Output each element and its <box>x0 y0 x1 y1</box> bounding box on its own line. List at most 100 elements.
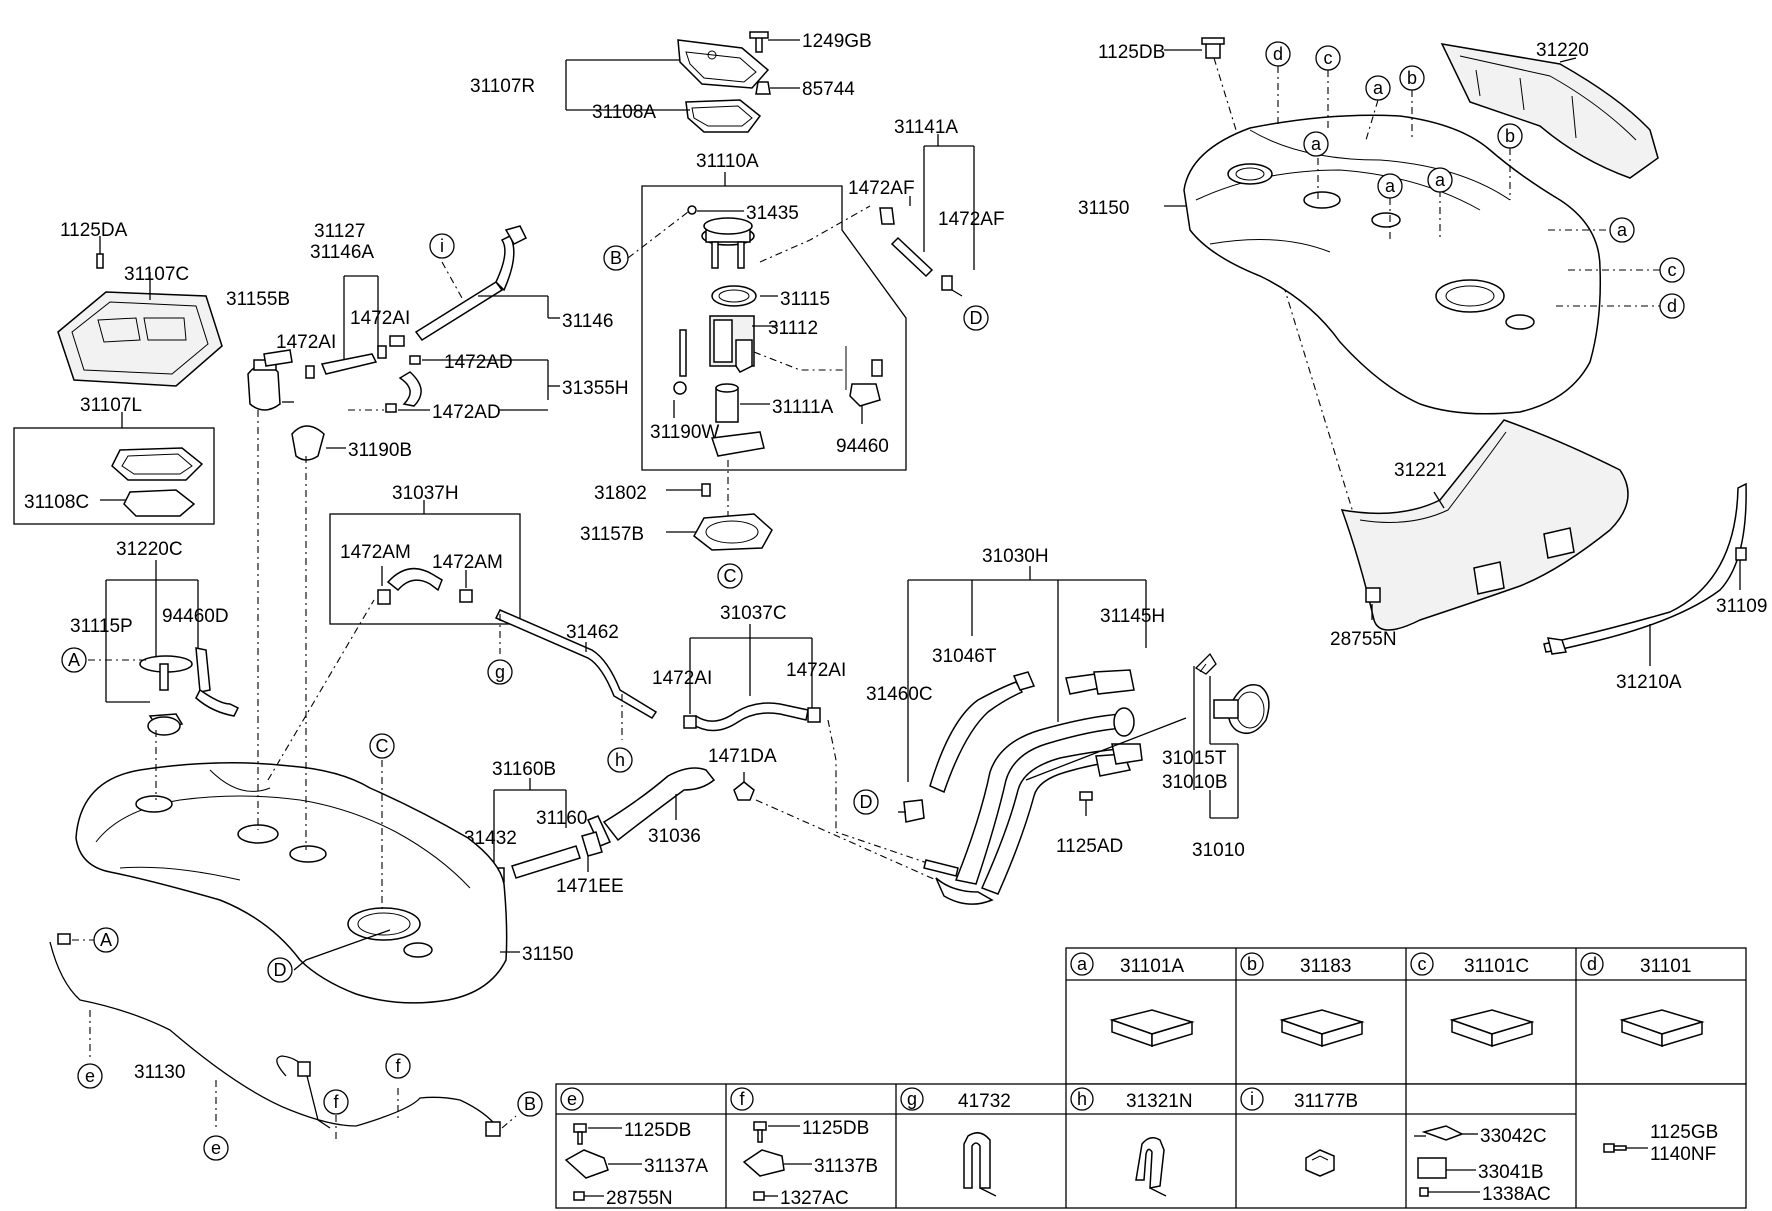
legend-letter-a: a <box>1077 954 1088 974</box>
label-1471EE: 1471EE <box>556 876 624 897</box>
callout-D-low <box>267 957 293 983</box>
callout-d-tank-2 <box>1659 293 1685 319</box>
callout-c-tank-1 <box>1315 45 1341 71</box>
cover-plate-group: 1249GB 85744 31107R 31108A <box>470 31 872 133</box>
callout-D-top-letter: D <box>970 308 983 328</box>
callout-a-tank-3 <box>1377 173 1403 199</box>
callout-D-top <box>963 305 989 331</box>
label-31112: 31112 <box>768 318 818 339</box>
callout-f-low-2-letter: f <box>395 1056 401 1076</box>
legend-letter-e: e <box>567 1089 577 1109</box>
tube-31462-group: 31462 g h <box>487 609 658 773</box>
label-1472AI-2: 1472AI <box>350 308 410 329</box>
callout-c-tank-2 <box>1659 257 1685 283</box>
callout-D-low-letter: D <box>274 960 287 980</box>
callout-i-top <box>429 233 455 259</box>
legend-part-31177B: 31177B <box>1294 1091 1358 1112</box>
callout-A-top <box>61 647 87 673</box>
callout-d-tank-2-letter: d <box>1667 296 1677 316</box>
legend-letter-i: i <box>1250 1089 1254 1109</box>
legend-cell-g: g 41732 <box>900 1087 1011 1197</box>
label-31157B: 31157B <box>580 524 644 545</box>
callout-d-tank-1 <box>1265 41 1291 67</box>
label-31109: 31109 <box>1716 596 1767 617</box>
label-1472AM-2: 1472AM <box>432 552 503 573</box>
label-31046T: 31046T <box>932 646 997 667</box>
plate-31157B-group: 31802 31157B C <box>580 483 773 589</box>
callout-f-low-2 <box>385 1053 411 1079</box>
fuel-pump-assembly-group: 31110A 31435 3111 <box>603 151 907 524</box>
label-31037C: 31037C <box>720 603 787 624</box>
shield-31221-group: 31221 28755N <box>1330 419 1629 650</box>
label-31210A: 31210A <box>1616 672 1682 693</box>
label-31141A: 31141A <box>894 117 958 138</box>
legend-letter-c: c <box>1418 954 1427 974</box>
callout-b-tank-2-letter: b <box>1505 126 1515 146</box>
plate-31107C-group: 1125DA 31107C <box>57 220 223 387</box>
legend-cell-e: e 1125DB 31137A 28755N <box>560 1087 708 1209</box>
callout-B-letter: B <box>610 248 622 268</box>
label-85744: 85744 <box>802 79 855 100</box>
label-94460D: 94460D <box>162 606 229 627</box>
label-31146: 31146 <box>562 311 613 332</box>
label-31190W: 31190W <box>650 422 719 443</box>
legend-part-41732: 41732 <box>958 1091 1011 1112</box>
callout-b-tank-2 <box>1497 123 1523 149</box>
legend-table-bottom: e 1125DB 31137A 28755N f 1125DB 31137B <box>555 1083 1747 1209</box>
sender-31220C-group: 31220C 31115P 94460D A <box>61 539 240 736</box>
legend-part-f-1125DB: 1125DB <box>802 1118 869 1139</box>
label-31010: 31010 <box>1192 840 1245 861</box>
label-31432: 31432 <box>464 828 517 849</box>
legend-part-31183: 31183 <box>1300 956 1351 977</box>
label-1472AD-2: 1472AD <box>432 402 501 423</box>
label-28755N-top: 28755N <box>1330 629 1397 650</box>
label-31111A: 31111A <box>772 397 834 418</box>
label-31107C: 31107C <box>124 264 189 285</box>
label-31110A: 31110A <box>696 151 759 172</box>
label-31015T: 31015T <box>1162 748 1227 769</box>
label-31462: 31462 <box>566 622 619 643</box>
label-31150-top: 31150 <box>1078 198 1129 219</box>
box-31037H-group: 31037H 1472AM 1472AM <box>329 483 521 625</box>
legend-part-31321N: 31321N <box>1126 1091 1193 1112</box>
callout-a-tank-2-letter: a <box>1311 134 1322 154</box>
label-31220: 31220 <box>1536 40 1589 61</box>
callout-a-tank-5 <box>1609 217 1635 243</box>
callout-b-tank-1-letter: b <box>1407 68 1417 88</box>
label-31010B: 31010B <box>1162 772 1228 793</box>
callout-C-mid <box>369 733 395 759</box>
label-31115P: 31115P <box>70 616 133 637</box>
label-94460: 94460 <box>836 436 889 457</box>
callout-e-low-2 <box>203 1135 229 1161</box>
callout-a-tank-4-letter: a <box>1435 170 1446 190</box>
callout-e-low-2-letter: e <box>211 1138 221 1158</box>
label-1472AM-1: 1472AM <box>340 542 411 563</box>
callout-B <box>603 245 629 271</box>
legend-letter-f: f <box>739 1089 745 1109</box>
label-31115: 31115 <box>780 289 830 310</box>
callout-e-low-1-letter: e <box>85 1066 95 1086</box>
label-31037H: 31037H <box>392 483 459 504</box>
legend-part-31101A: 31101A <box>1120 956 1184 977</box>
callout-C-top-letter: C <box>724 566 737 586</box>
legend-cell-f: f 1125DB 31137B 1327AC <box>730 1087 878 1209</box>
legend-part-1327AC: 1327AC <box>780 1188 849 1209</box>
legend-part-1140NF: 1140NF <box>1650 1144 1716 1165</box>
label-31220C: 31220C <box>116 539 183 560</box>
legend-cell-d: d 31101 <box>1580 952 1705 1048</box>
callout-h-mid-letter: h <box>615 750 625 770</box>
legend-part-33041B: 33041B <box>1478 1162 1544 1183</box>
legend-table-top: a 31101A b 31183 c 31101C d 31101 <box>1065 947 1747 1085</box>
label-1472AD-1: 1472AD <box>444 352 513 373</box>
vent-hose-group: 31155B 31127 31146A 1472AI 1472AI 31146 … <box>226 221 613 411</box>
label-1125AD: 1125AD <box>1056 836 1123 857</box>
label-31802: 31802 <box>594 483 647 504</box>
callout-D-mid-letter: D <box>860 792 873 812</box>
filler-neck-31030H-group: 31030H 31046T 31145H 31460C 31015T 31010… <box>853 546 1270 905</box>
label-31036: 31036 <box>648 826 701 847</box>
label-31107R: 31107R <box>470 76 535 97</box>
label-1125DB-top: 1125DB <box>1098 42 1165 63</box>
label-1472AI-4: 1472AI <box>786 660 846 681</box>
label-31460C: 31460C <box>866 684 933 705</box>
